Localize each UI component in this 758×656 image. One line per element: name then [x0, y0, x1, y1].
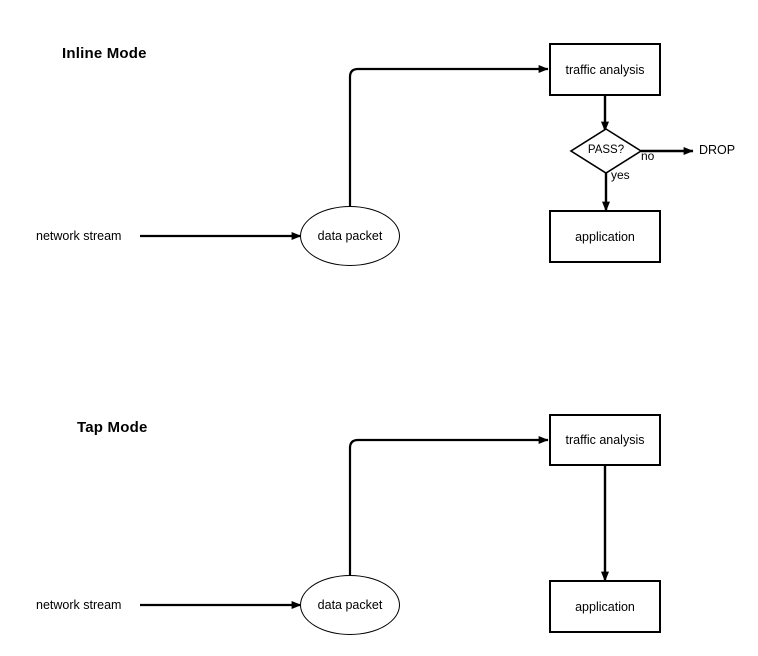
edge-tap-packet-to-traffic [348, 436, 549, 575]
edge-inline-packet-to-traffic [348, 65, 549, 206]
node-inline-decision-label: PASS? [587, 144, 625, 156]
node-inline-traffic-analysis[interactable]: traffic analysis [549, 43, 661, 96]
node-inline-application[interactable]: application [549, 210, 661, 263]
node-label: application [575, 599, 635, 614]
node-label: data packet [317, 598, 383, 612]
node-inline-data-packet[interactable]: data packet [300, 206, 400, 266]
node-inline-drop: DROP [699, 143, 736, 157]
edge-label-inline-yes: yes [611, 168, 630, 182]
section-title-tap-mode: Tap Mode [77, 419, 148, 436]
label-inline-network-stream: network stream [36, 229, 122, 243]
node-tap-data-packet[interactable]: data packet [300, 575, 400, 635]
node-label: application [575, 229, 635, 244]
node-label: traffic analysis [565, 62, 645, 77]
label-tap-network-stream: network stream [36, 598, 122, 612]
node-tap-application[interactable]: application [549, 580, 661, 633]
node-tap-traffic-analysis[interactable]: traffic analysis [549, 414, 661, 466]
section-title-inline-mode: Inline Mode [62, 45, 147, 62]
edge-label-inline-no: no [641, 149, 655, 163]
node-label: data packet [317, 229, 383, 243]
node-label: traffic analysis [565, 433, 645, 447]
